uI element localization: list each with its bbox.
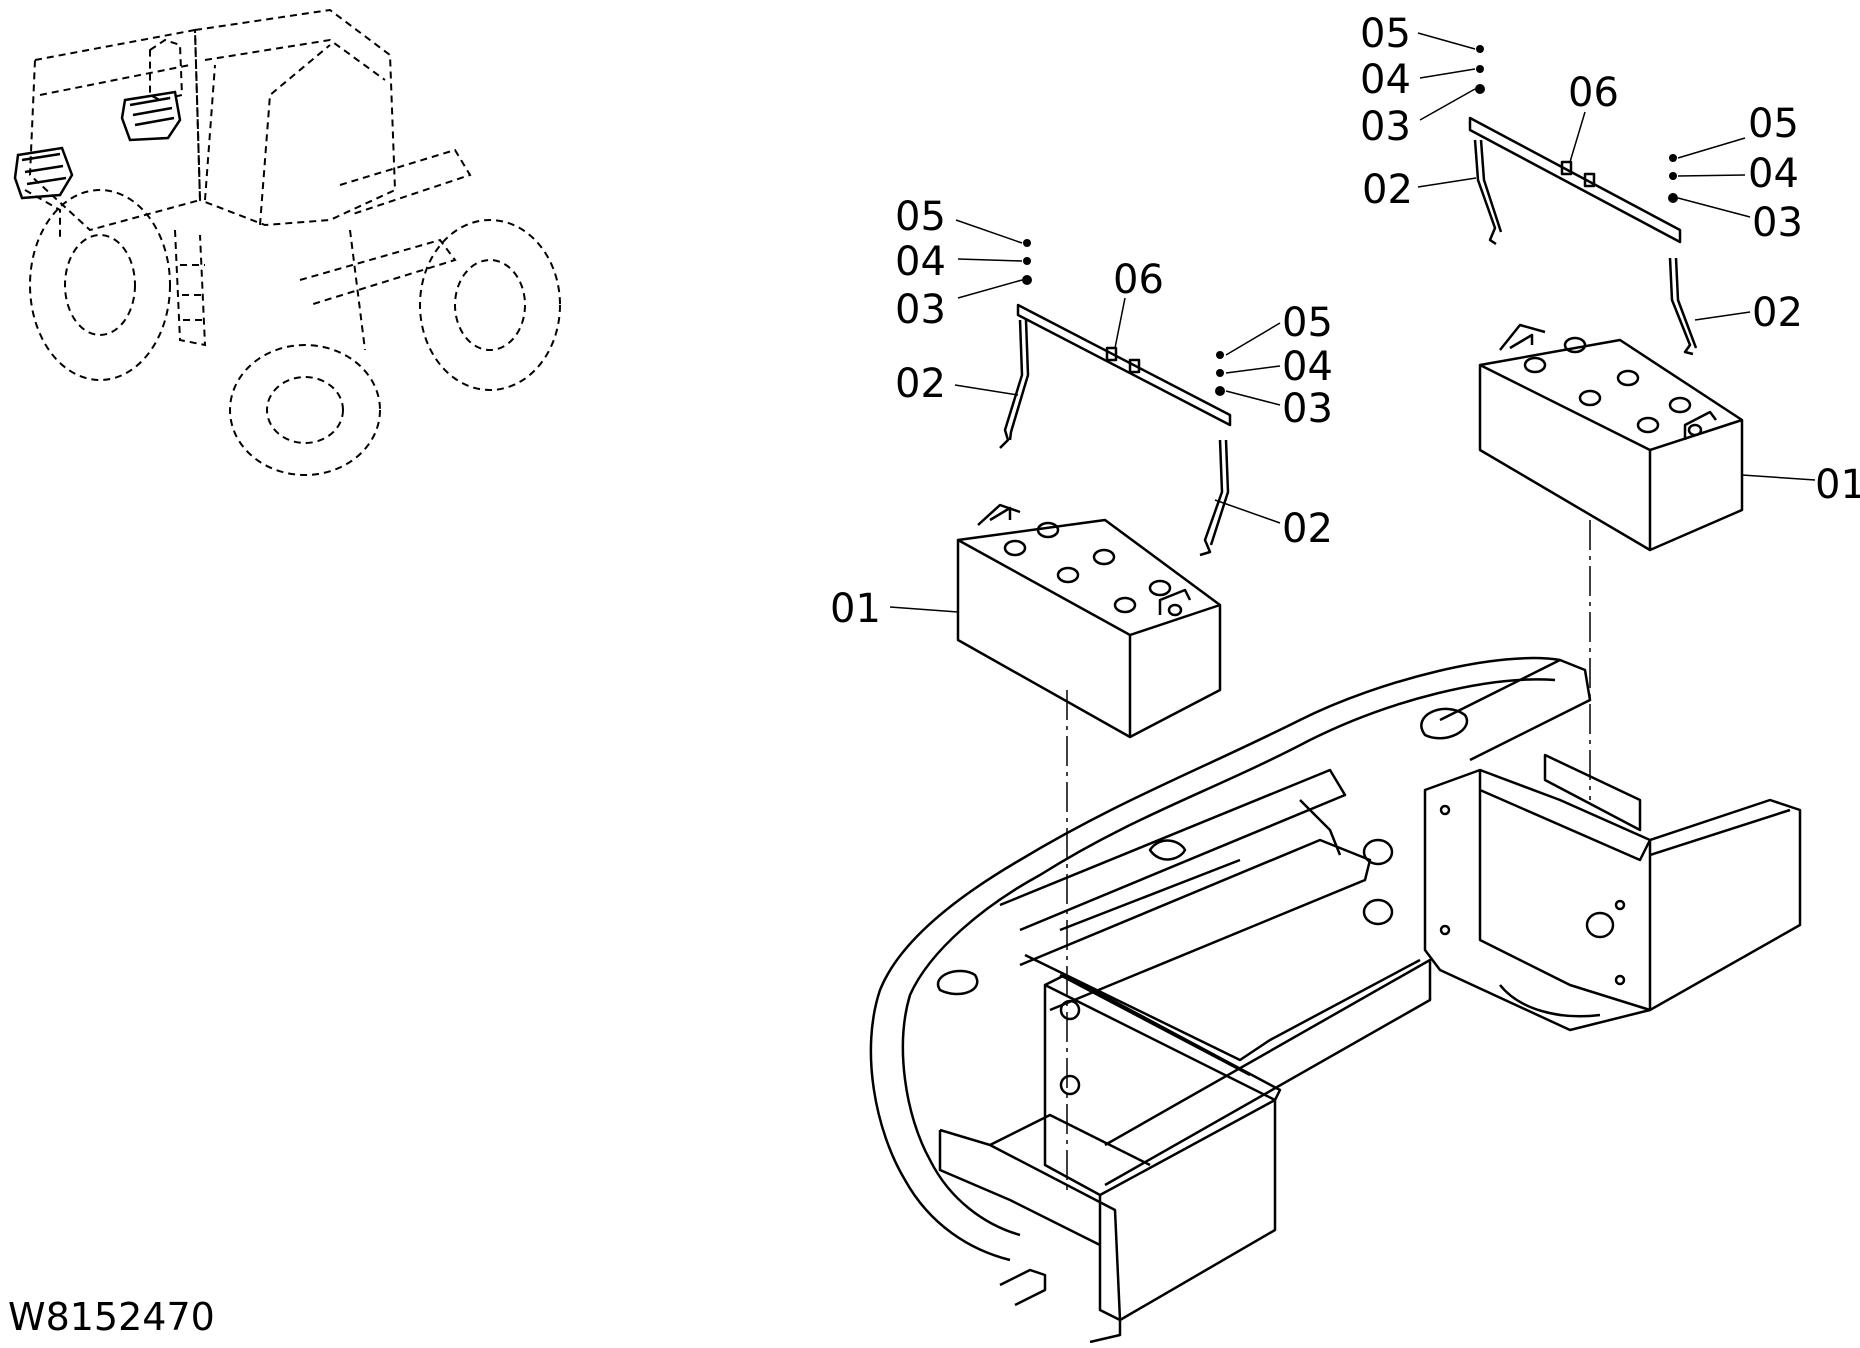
callout-03-left-r: 03: [1282, 386, 1333, 432]
assembly-center-lines: [1066, 520, 1591, 1190]
callout-01-right: 01: [1815, 462, 1860, 508]
callout-05-right-r: 05: [1748, 101, 1799, 147]
callout-05-right: 05: [1360, 11, 1411, 57]
callout-03-left: 03: [895, 287, 946, 333]
battery-tray: [938, 973, 1282, 1344]
callouts-right: 05 04 03 02 06 05 04 03 02 01: [1360, 11, 1860, 508]
callout-04-left-r: 04: [1282, 344, 1333, 390]
callout-04-left: 04: [895, 239, 946, 285]
callout-04-right-r: 04: [1748, 151, 1799, 197]
battery-right: [1478, 323, 1744, 552]
callout-02-right: 02: [1362, 167, 1413, 213]
callout-06-right: 06: [1568, 70, 1619, 116]
battery-left: [956, 503, 1222, 739]
right-mount-bracket: [1423, 753, 1802, 1032]
leader-lines: [889, 32, 1816, 613]
callout-06-left: 06: [1113, 257, 1164, 303]
right-hardware-stack: [1475, 45, 1678, 203]
callout-02-left: 02: [895, 361, 946, 407]
callout-02-right-r: 02: [1752, 290, 1803, 336]
callout-05-left-r: 05: [1282, 300, 1333, 346]
locator-battery-highlight-upper: [120, 90, 182, 142]
callout-01-left: 01: [830, 586, 881, 632]
left-hardware-stack: [1022, 239, 1225, 396]
callouts-left: 05 04 03 02 06 05 04 03 02 01: [830, 194, 1333, 632]
callout-05-left: 05: [895, 194, 946, 240]
rear-frame: [869, 656, 1592, 1262]
callout-03-right-r: 03: [1752, 200, 1803, 246]
hold-down-right: [1468, 116, 1698, 356]
hold-down-left: [999, 303, 1232, 557]
callout-02-left-r: 02: [1282, 506, 1333, 552]
drawing-number: W8152470: [8, 1295, 215, 1339]
locator-battery-highlight-lower: [13, 146, 74, 200]
callout-04-right: 04: [1360, 57, 1411, 103]
callout-03-right: 03: [1360, 104, 1411, 150]
machine-locator-view: [24, 8, 561, 476]
